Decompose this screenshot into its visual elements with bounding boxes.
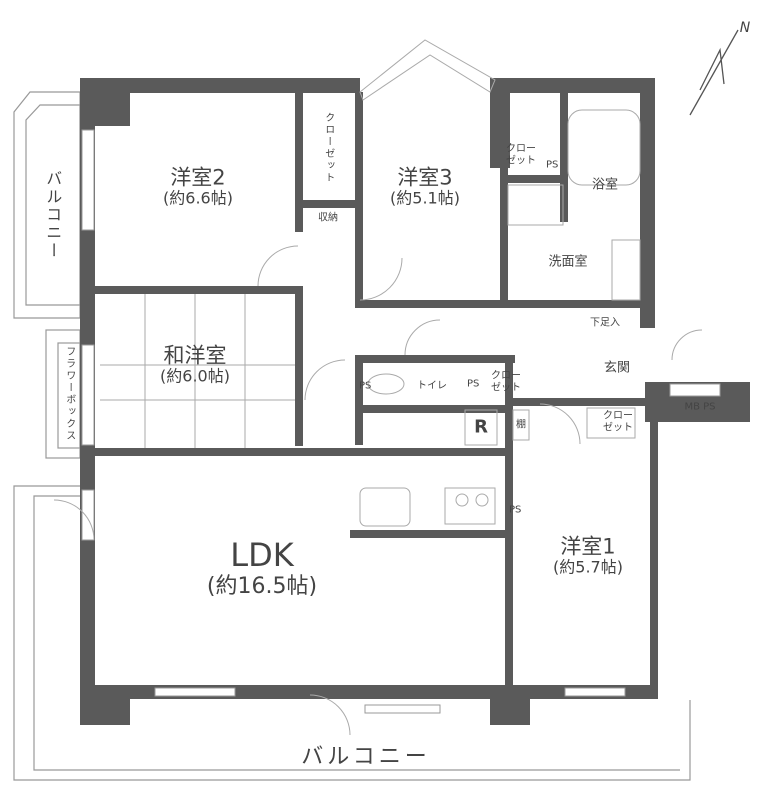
closet-label-hall: クローゼット	[491, 370, 521, 394]
shoe-storage-label: 下足入	[590, 317, 620, 329]
compass-north-label: N	[739, 19, 751, 36]
room-western3-label: 洋室3(約5.1帖)	[390, 166, 460, 209]
room-size: (約6.6帖)	[163, 188, 233, 208]
closet-label-western3: クローゼット	[506, 143, 536, 167]
room-size: (約5.1帖)	[390, 188, 460, 208]
fixtures	[53, 39, 703, 736]
ps-label-kitchen: PS	[509, 504, 522, 516]
ps-label-bath: PS	[546, 159, 559, 171]
room-name: 洋室1	[560, 534, 616, 559]
ps-label-toilet: PS	[359, 380, 372, 392]
windows	[81, 129, 721, 714]
room-size: (約16.5帖)	[206, 573, 318, 599]
room-western1-label: 洋室1(約5.7帖)	[553, 535, 623, 578]
balcony-label-bottom: バルコニー	[301, 744, 431, 770]
room-ldk-label: LDK(約16.5帖)	[207, 537, 317, 599]
entrance-label: 玄関	[603, 360, 631, 376]
fridge-label: R	[474, 416, 488, 438]
room-name: 洋室3	[397, 165, 453, 190]
storage-label: 収納	[318, 212, 338, 224]
compass-icon	[689, 29, 739, 116]
ps-label-hall: PS	[467, 378, 480, 390]
room-size: (約5.7帖)	[553, 557, 623, 577]
toilet-label: トイレ	[417, 380, 447, 392]
shelf-label: 棚	[516, 419, 526, 431]
bath-label: 浴室	[591, 177, 619, 193]
room-name: 洋室2	[170, 165, 226, 190]
mb-ps-label: MB PS	[684, 401, 716, 413]
room-size: (約6.0帖)	[160, 366, 230, 386]
walls	[80, 78, 750, 725]
closet-label-western1: クローゼット	[603, 410, 633, 434]
room-japanese-western-label: 和洋室(約6.0帖)	[160, 344, 230, 387]
closet-label-western2: クローゼット	[322, 112, 334, 184]
room-name: 和洋室	[163, 343, 227, 368]
washroom-label: 洗面室	[548, 254, 588, 270]
room-name: LDK	[230, 535, 294, 574]
room-western2-label: 洋室2(約6.6帖)	[163, 166, 233, 209]
balcony-label-side: バルコニー	[43, 170, 63, 260]
flower-box-label: フラワーボックス	[63, 346, 75, 442]
balcony-outlines	[13, 91, 691, 781]
